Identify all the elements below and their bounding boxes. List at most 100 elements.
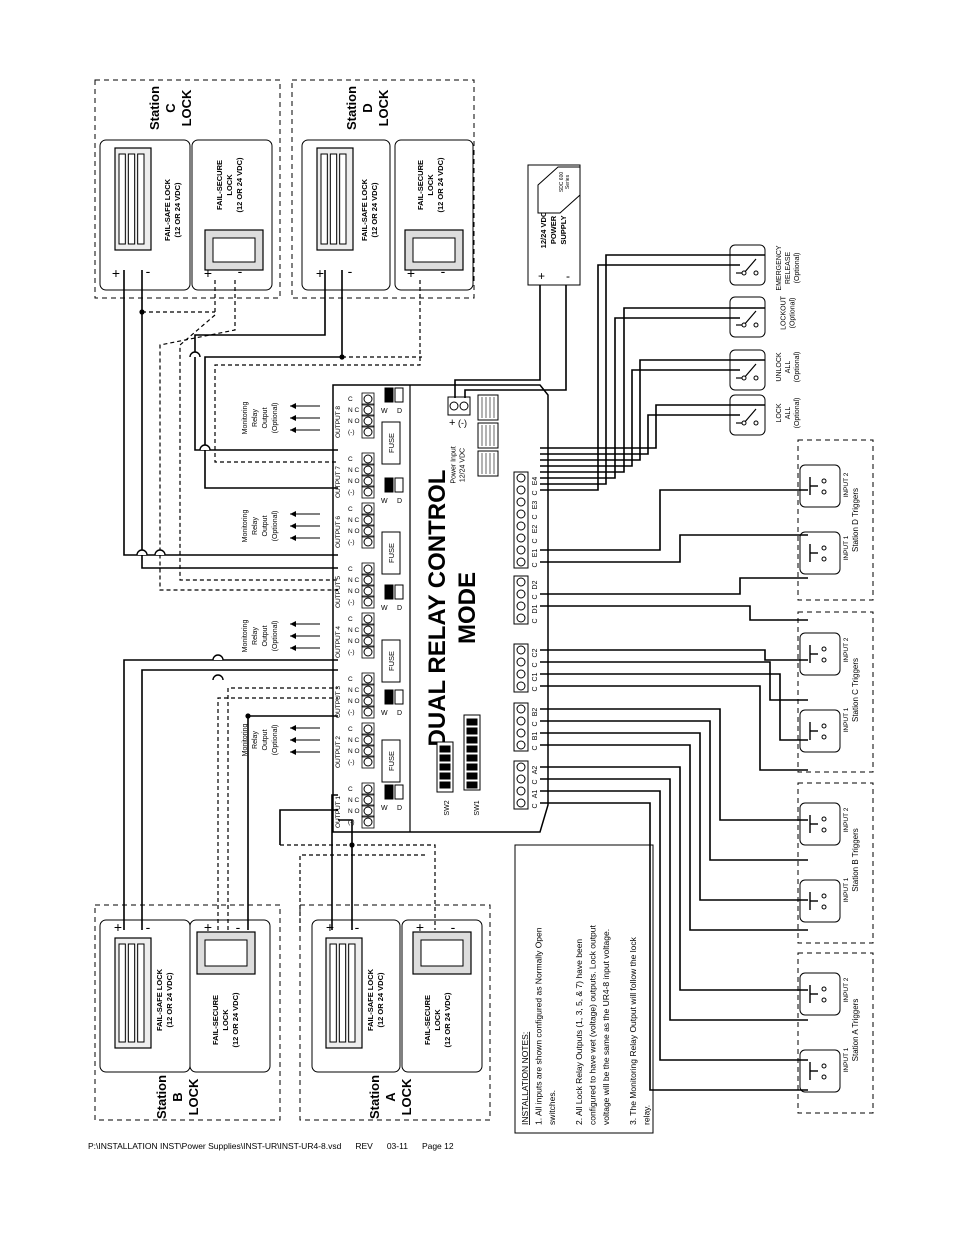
pushbutton-icon (799, 632, 841, 676)
contact (821, 816, 827, 822)
sw2-label: SW2 (444, 800, 451, 815)
strike-keeper (204, 939, 248, 967)
strike-keeper (412, 237, 456, 263)
wire-a-strike (280, 844, 436, 930)
electric-strike-icon (412, 931, 472, 975)
terminal-screw (363, 586, 373, 596)
jumper-w: W (381, 605, 388, 612)
fail-secure-label: FAIL-SECURE (423, 995, 432, 1045)
fuse-box (381, 739, 401, 783)
wire-switch (540, 369, 740, 467)
output-label: OUTPUT 6 (335, 516, 342, 548)
station-title: Station (367, 1075, 382, 1119)
fuse-2: FUSE (381, 639, 401, 683)
fail-secure-label: FAIL-SECURE (211, 995, 220, 1045)
monitoring-label: Monitoring (242, 724, 249, 757)
fail-secure-label: FAIL-SECURE (416, 160, 425, 210)
board-outline (332, 384, 549, 833)
wire-crossover (136, 549, 148, 556)
contact (821, 827, 827, 833)
monitoring-label: (Optional) (272, 511, 279, 542)
monitoring-label: Monitoring (242, 510, 249, 543)
jumper-block (394, 477, 404, 493)
terminal-strip (513, 760, 529, 810)
station-box (94, 904, 281, 1121)
jumper-d: D (397, 408, 402, 415)
terminal-text: N O (348, 698, 360, 705)
input-terminal-label: B2 (532, 708, 539, 717)
dip-toggle (439, 763, 451, 771)
terminal-screw (363, 757, 373, 767)
fuse-1: FUSE (381, 739, 401, 783)
pushbutton-box (799, 464, 841, 508)
input-terminal-label: C1 (532, 672, 539, 681)
maglock-stripe (348, 943, 356, 1043)
terminal-screw (363, 526, 373, 536)
maglock-stripe (127, 153, 136, 245)
power-plus: + (449, 417, 455, 429)
wire-switch (540, 414, 740, 455)
terminal-text: (-) (348, 429, 355, 436)
terminal-text: N O (348, 638, 360, 645)
terminal-cell (361, 672, 375, 686)
terminal-screw (516, 557, 526, 567)
input1-label: INPUT 1 (843, 535, 850, 560)
input1-label: INPUT 1 (843, 1047, 850, 1072)
maglock-stripe (338, 943, 347, 1043)
contact (821, 1063, 827, 1069)
notes-line: relay. (642, 1105, 652, 1125)
input-terminal-label: E3 (532, 501, 539, 510)
terminal-screw (363, 476, 373, 486)
polarity-sign: + (114, 919, 122, 935)
relay-3 (477, 450, 499, 477)
fail-secure-label: LOCK (225, 174, 234, 196)
terminal-text: (-) (348, 599, 355, 606)
switch-label: (Optional) (794, 352, 801, 383)
wire-trigger (540, 661, 808, 701)
wire-a-minus (338, 819, 353, 930)
terminal-strip (513, 643, 529, 693)
pushbutton-box (799, 802, 841, 846)
pushbutton-icon (799, 802, 841, 846)
terminal-cell (361, 733, 375, 747)
trigger-box (797, 782, 874, 944)
terminal-screw (516, 601, 526, 611)
maglock-icon (114, 147, 152, 251)
input-terminal-label: A2 (532, 766, 539, 775)
wire-d-minus (204, 270, 343, 489)
arrow-icon (290, 535, 296, 541)
terminal-cell (361, 782, 375, 796)
terminal-screw (363, 515, 373, 525)
input2-label: INPUT 2 (843, 807, 850, 832)
terminal-screw (363, 564, 373, 574)
jumper-d: D (397, 710, 402, 717)
jumper-d: D (397, 498, 402, 505)
switch-arm (743, 310, 757, 326)
terminal-screw (516, 521, 526, 531)
power-input-label: Power Input (451, 446, 458, 483)
terminal-screw (363, 416, 373, 426)
terminal-cell (361, 623, 375, 637)
arrow-icon (290, 633, 296, 639)
contact (821, 545, 827, 551)
arrow-icon (290, 749, 296, 755)
terminal-screw (363, 537, 373, 547)
fail-secure-label: (12 OR 24 VDC) (436, 157, 445, 213)
input-terminal-label: E1 (532, 549, 539, 558)
fuse-label: FUSE (387, 433, 396, 453)
terminal-text: N C (348, 797, 360, 804)
terminal-cell (361, 584, 375, 598)
terminal-screw (516, 533, 526, 543)
terminal-screw (363, 817, 373, 827)
terminal-screw (516, 798, 526, 808)
terminal-screw (516, 657, 526, 667)
contact (821, 893, 827, 899)
